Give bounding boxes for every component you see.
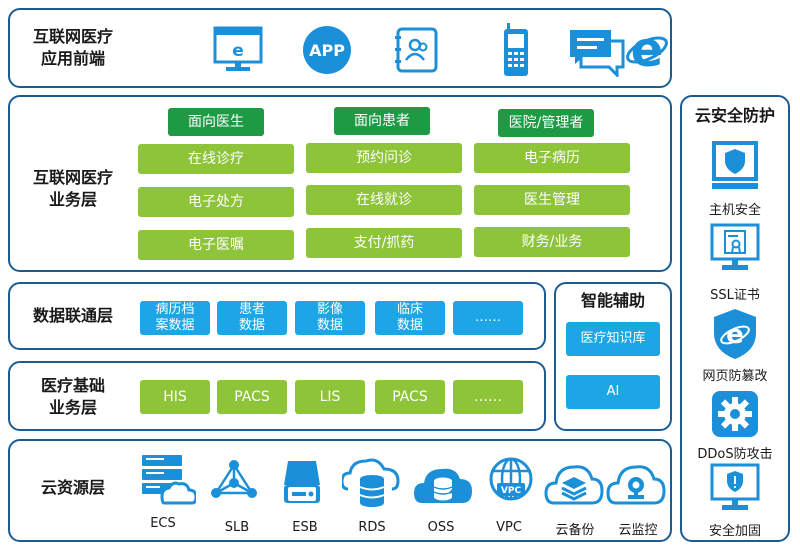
business-column-1-item: 电子处方 bbox=[138, 187, 294, 217]
business-column-3-item: 医生管理 bbox=[474, 185, 630, 215]
storage-drive-icon bbox=[284, 461, 320, 503]
app-icon: APP bbox=[303, 26, 351, 74]
cloud-item-label: 云监控 bbox=[618, 523, 658, 538]
vpc-globe-icon: VPC bbox=[489, 457, 533, 501]
data-item: 临床 数据 bbox=[375, 301, 445, 335]
ai-item: AI bbox=[566, 375, 660, 409]
cloud-item-label: OSS bbox=[427, 520, 455, 535]
base-layer: 医疗基础 业务层 HIS PACS LIS PACS …… bbox=[8, 361, 546, 431]
data-layer-title: 数据联通层 bbox=[32, 306, 113, 325]
cloud-layer: 云资源层 ECS SLB ESB RDS bbox=[8, 439, 672, 542]
database-cloud-icon bbox=[342, 458, 400, 507]
business-layer: 互联网医疗 业务层 面向医生 在线诊疗 电子处方 电子医嘱 面向患者 预约问诊 … bbox=[8, 95, 672, 272]
svg-text:e: e bbox=[232, 41, 244, 61]
cloud-item-label: VPC bbox=[496, 520, 522, 535]
business-column-2-item: 在线就诊 bbox=[306, 185, 462, 215]
security-layer: 云安全防护 主机安全 SSL证书 e 网页防篡改 bbox=[680, 95, 790, 542]
data-item: 病历档 案数据 bbox=[140, 301, 210, 335]
frontend-title: 互联网医疗 应用前端 bbox=[32, 27, 113, 68]
business-column-1-item: 电子医嘱 bbox=[138, 230, 294, 260]
ssl-certificate-icon bbox=[710, 223, 760, 270]
cloud-item-label: ECS bbox=[150, 516, 176, 531]
security-item-label: SSL证书 bbox=[710, 288, 760, 303]
app-icon-text: APP bbox=[309, 41, 345, 60]
business-title: 互联网医疗 业务层 bbox=[32, 168, 113, 209]
internet-explorer-icon: e bbox=[626, 24, 668, 74]
host-shield-icon bbox=[712, 141, 758, 189]
security-hardening-monitor-icon bbox=[710, 463, 760, 510]
business-column-2-item: 预约问诊 bbox=[306, 143, 462, 173]
web-browser-screen-icon: e bbox=[213, 26, 263, 71]
business-column-2-header: 面向患者 bbox=[334, 107, 430, 135]
data-item: 患者 数据 bbox=[217, 301, 287, 335]
ai-layer-title: 智能辅助 bbox=[580, 291, 645, 310]
business-column-2-item: 支付/抓药 bbox=[306, 228, 462, 258]
business-column-3-item: 电子病历 bbox=[474, 143, 630, 173]
cloud-item-label: SLB bbox=[224, 520, 250, 535]
security-item-label: 安全加固 bbox=[708, 524, 761, 539]
contacts-book-icon bbox=[395, 27, 438, 73]
business-column-1-item: 在线诊疗 bbox=[138, 144, 294, 174]
web-tamper-shield-icon: e bbox=[714, 309, 756, 359]
base-layer-title: 医疗基础 业务层 bbox=[40, 376, 105, 417]
base-item: LIS bbox=[295, 380, 365, 414]
monitor-camera-cloud-icon bbox=[606, 465, 666, 505]
business-column-1-header: 面向医生 bbox=[168, 108, 264, 136]
ai-knowledge-base: 医疗知识库 bbox=[566, 322, 660, 356]
business-column-3-item: 财务/业务 bbox=[474, 227, 630, 257]
data-item: …… bbox=[453, 301, 523, 335]
backup-cloud-icon bbox=[544, 465, 604, 505]
security-item-label: 主机安全 bbox=[708, 203, 761, 218]
frontend-layer: 互联网医疗 应用前端 e APP bbox=[8, 8, 672, 88]
base-item: PACS bbox=[217, 380, 287, 414]
business-column-3-header: 医院/管理者 bbox=[498, 109, 594, 137]
chat-message-icon bbox=[570, 30, 625, 77]
ai-layer: 智能辅助 医疗知识库 AI bbox=[554, 282, 672, 431]
base-item: …… bbox=[453, 380, 523, 414]
data-layer: 数据联通层 病历档 案数据 患者 数据 影像 数据 临床 数据 …… bbox=[8, 282, 546, 350]
base-item: PACS bbox=[375, 380, 445, 414]
svg-text:VPC: VPC bbox=[501, 486, 522, 496]
cloud-item-label: RDS bbox=[358, 520, 386, 535]
security-title: 云安全防护 bbox=[694, 106, 775, 125]
ddos-gear-icon bbox=[712, 391, 758, 437]
cloud-layer-title: 云资源层 bbox=[40, 478, 105, 497]
data-item: 影像 数据 bbox=[295, 301, 365, 335]
cloud-item-label: 云备份 bbox=[555, 523, 595, 538]
svg-text:e: e bbox=[631, 24, 664, 74]
security-item-label: 网页防篡改 bbox=[702, 369, 768, 384]
object-storage-cloud-icon bbox=[414, 468, 472, 503]
base-item: HIS bbox=[140, 380, 210, 414]
load-balancer-network-icon bbox=[211, 460, 257, 498]
server-cloud-icon bbox=[142, 455, 196, 505]
svg-text:e: e bbox=[726, 320, 744, 350]
cloud-item-label: ESB bbox=[292, 520, 318, 535]
mobile-phone-icon bbox=[504, 23, 528, 76]
security-item-label: DDoS防攻击 bbox=[697, 447, 773, 462]
